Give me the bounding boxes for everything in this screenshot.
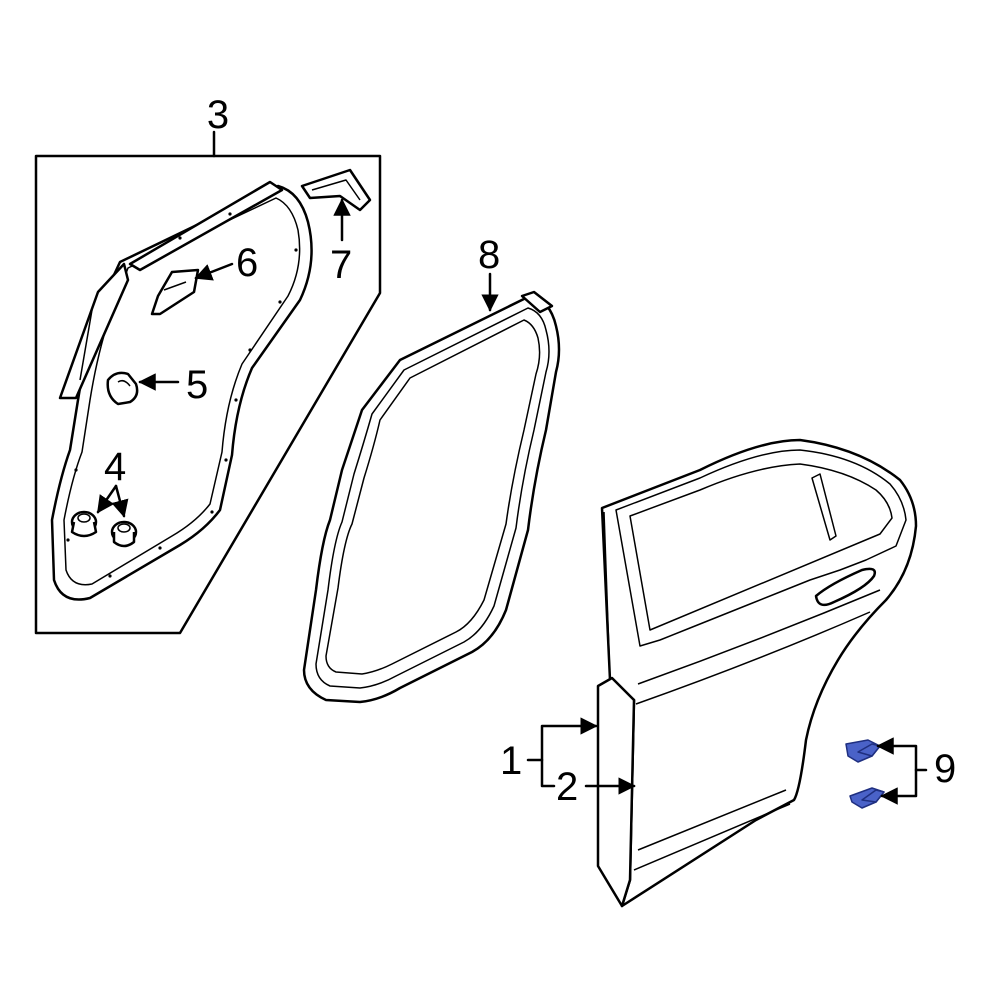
callout-7: 7 (330, 243, 352, 287)
leader-1-2 (526, 717, 636, 795)
callout-5: 5 (186, 363, 208, 407)
part-9-clip-lower (849, 787, 885, 809)
callout-6: 6 (236, 241, 258, 285)
callout-8: 8 (478, 233, 500, 277)
part-7-corner-piece (300, 168, 372, 212)
leader-9 (876, 737, 928, 805)
callout-4: 4 (104, 445, 126, 489)
door-weatherstrip-kit (50, 180, 313, 601)
callout-1: 1 (500, 739, 522, 783)
callout-2: 2 (556, 765, 578, 809)
part-4-clip-b (110, 520, 138, 548)
part-8-door-seal (302, 290, 561, 704)
part-1-2-door-shell (596, 438, 918, 908)
part-9-clip-upper (845, 739, 881, 763)
part-5-clip (106, 371, 139, 406)
callout-9: 9 (934, 747, 956, 791)
leader-4 (96, 484, 129, 518)
callout-3: 3 (207, 93, 229, 137)
part-4-clip-a (70, 510, 98, 538)
kit-box-3 (34, 130, 382, 635)
leader-6 (194, 262, 234, 281)
